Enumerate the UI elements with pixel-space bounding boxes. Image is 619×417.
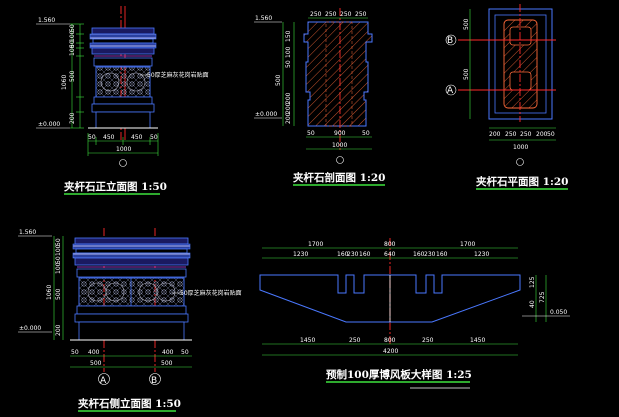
front-vdim-5: 500	[69, 70, 76, 82]
side-hdim-2: 400	[88, 349, 100, 356]
section-topdim-4: 250	[355, 11, 367, 18]
side-axis-a: A	[100, 376, 107, 386]
section-botdim-total: 1000	[332, 142, 347, 149]
section-level-base: ±0.000	[255, 111, 277, 118]
board-topdim-3: 1700	[460, 241, 475, 248]
board-subdim-3: 230	[347, 251, 359, 258]
board-botdim-4: 250	[422, 337, 434, 344]
section-vdim-5: 200	[285, 92, 292, 104]
plan-hdim-5: 50	[547, 131, 555, 138]
front-level-top: 1.560	[38, 17, 55, 24]
plan-vdim-2: 500	[463, 68, 470, 80]
side-vdim-5: 500	[55, 288, 62, 300]
side-hdim-4: 50	[181, 349, 189, 356]
section-topdim-1: 250	[310, 11, 322, 18]
side-axis-b: B	[151, 376, 157, 386]
board-title: 预制100厚博风板大样图 1:25	[326, 368, 472, 381]
section-topdim-3: 250	[340, 11, 352, 18]
plan-title: 夹杆石平面图 1:20	[476, 175, 568, 188]
plan-hdim-4: 200	[536, 131, 548, 138]
front-hdim-1: 50	[88, 134, 96, 141]
board-botdim-5: 1450	[470, 337, 485, 344]
side-vdim-2: 100	[55, 244, 62, 256]
board-subdim-7: 230	[424, 251, 436, 258]
section-vdim-1: 150	[285, 30, 292, 42]
board-subdim-8: 160	[436, 251, 448, 258]
side-level-base: ±0.000	[19, 325, 41, 332]
side-vdim-4: 100	[55, 262, 62, 274]
section-level-top: 1.560	[255, 15, 272, 22]
side-hdim-1: 50	[71, 349, 79, 356]
plan-hdim-1: 200	[489, 131, 501, 138]
section-botdim-3: 50	[362, 130, 370, 137]
board-subdim-9: 1230	[474, 251, 489, 258]
section-botdim-1: 50	[307, 130, 315, 137]
plan-view: B A 500 500 200 250 250 200 50 1000 夹杆石平…	[445, 4, 568, 190]
front-vdim-total: 1060	[61, 75, 68, 90]
front-vdim-1: 50	[69, 24, 76, 32]
front-elevation-view: 50厚芝麻灰花岗岩贴面 50 100 50 100 1060 500 200 1…	[36, 6, 209, 195]
front-cladding-note: 50厚芝麻灰花岗岩贴面	[147, 71, 209, 79]
side-cladding-note: 50厚芝麻灰花岗岩贴面	[180, 289, 242, 297]
plan-hdim-3: 250	[520, 131, 532, 138]
section-botdim-2: 900	[334, 130, 346, 137]
section-title: 夹杆石剖面图 1:20	[293, 171, 385, 184]
front-vdim-2: 100	[69, 30, 76, 42]
side-vdim-1: 50	[55, 238, 62, 246]
board-botdim-3: 800	[384, 337, 396, 344]
board-topdim-2: 800	[384, 241, 396, 248]
plan-axis-b: B	[447, 36, 453, 46]
front-hdim-total: 1000	[116, 146, 131, 153]
board-subdim-6: 160	[413, 251, 425, 258]
side-elevation-title: 夹杆石侧立面图 1:50	[78, 397, 181, 410]
side-hdim-3: 400	[162, 349, 174, 356]
board-level: 0.050	[550, 309, 567, 316]
plan-hdim-total: 1000	[513, 144, 528, 151]
front-level-base: ±0.000	[38, 121, 60, 128]
board-subdim-1: 1230	[293, 251, 308, 258]
board-subdim-2: 160	[337, 251, 349, 258]
front-hdim-3: 450	[131, 134, 143, 141]
front-vdim-6: 200	[69, 112, 76, 124]
plan-hdim-2: 250	[505, 131, 517, 138]
board-subdim-4: 160	[359, 251, 371, 258]
side-vdim-total: 1060	[46, 285, 53, 300]
section-topdim-2: 250	[325, 11, 337, 18]
front-hdim-4: 50	[150, 134, 158, 141]
side-elevation-view: 50厚芝麻灰花岗岩贴面 50 100 50 100 1060 500 200 1…	[18, 228, 242, 412]
side-botdim-1: 500	[90, 360, 102, 367]
section-vdim-6: 200	[285, 102, 292, 114]
front-elevation-title: 夹杆石正立面图 1:50	[64, 180, 167, 193]
board-botdim-1: 1450	[300, 337, 315, 344]
plan-axis-a: A	[447, 86, 454, 96]
side-botdim-2: 500	[161, 360, 173, 367]
section-view: 250 250 250 250 150 100 50 500 200 200 2…	[254, 8, 385, 186]
front-vdim-4: 100	[69, 44, 76, 56]
board-rdim-1: 125	[529, 276, 536, 288]
board-botdim-total: 4200	[383, 348, 398, 355]
board-rdim-3: 725	[539, 291, 546, 303]
front-vdim-3: 50	[69, 40, 76, 48]
plan-vdim-1: 500	[463, 18, 470, 30]
section-vdim-3: 50	[285, 60, 292, 68]
section-vdim-7: 200	[285, 112, 292, 124]
section-vdim-2: 100	[285, 46, 292, 58]
board-botdim-2: 250	[349, 337, 361, 344]
side-vdim-6: 200	[55, 324, 62, 336]
board-subdim-5: 640	[384, 251, 396, 258]
board-detail-view: 1700 800 1700 1230 160 230 160 640 160 2…	[259, 238, 570, 389]
side-level-top: 1.560	[19, 229, 36, 236]
side-vdim-3: 50	[55, 256, 62, 264]
board-rdim-2: 40	[529, 300, 536, 308]
front-hdim-2: 450	[103, 134, 115, 141]
section-vdim-4: 500	[275, 74, 282, 86]
board-topdim-1: 1700	[308, 241, 323, 248]
